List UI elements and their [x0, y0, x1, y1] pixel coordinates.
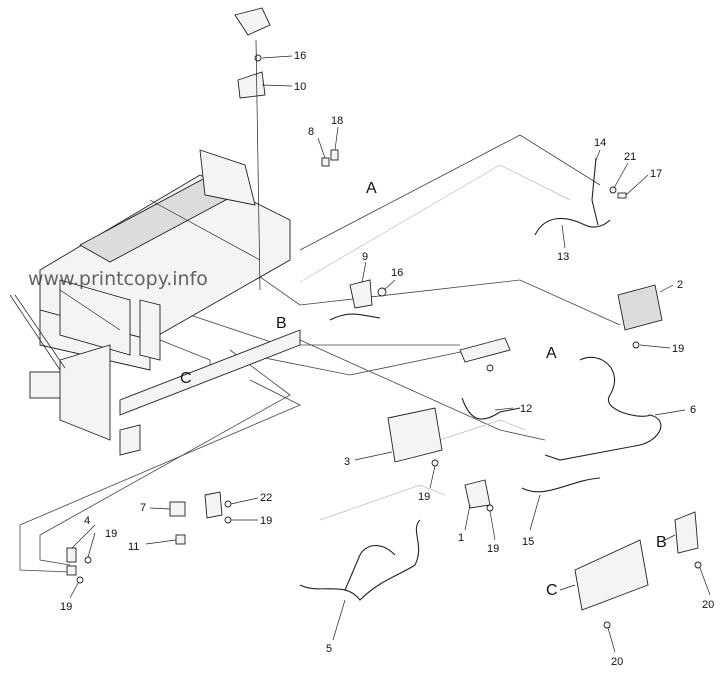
callout-14: 14 [594, 137, 606, 149]
callout-19-bottom: 19 [60, 601, 72, 613]
callout-19-bracket: 19 [487, 543, 499, 555]
callout-6: 6 [690, 404, 696, 416]
ref-c-frame: C [180, 370, 192, 387]
ref-b-frame: B [276, 315, 287, 332]
callout-21: 21 [624, 151, 636, 163]
callout-19-right: 19 [672, 343, 684, 355]
callout-13: 13 [557, 251, 569, 263]
parts [66, 149, 702, 629]
callout-labels: 1 2 3 4 5 6 7 8 9 10 11 12 13 14 15 16 1… [60, 50, 714, 668]
callout-12: 12 [520, 403, 532, 415]
callout-10: 10 [294, 81, 306, 93]
callout-19-board: 19 [418, 491, 430, 503]
printer-main-frame [9, 149, 301, 456]
ref-a-top: A [366, 180, 377, 197]
ref-c-board: C [546, 582, 558, 599]
callout-22: 22 [260, 492, 272, 504]
callout-19-left: 19 [105, 528, 117, 540]
callout-2: 2 [677, 279, 683, 291]
callout-16-mid: 16 [391, 267, 403, 279]
top-bracket [234, 7, 271, 291]
leader-lines [69, 55, 711, 653]
callout-1: 1 [458, 532, 464, 544]
callout-19-mid: 19 [260, 515, 272, 527]
callout-9: 9 [362, 251, 368, 263]
callout-15: 15 [522, 536, 534, 548]
ref-b-board: B [656, 534, 667, 551]
callout-11: 11 [128, 541, 139, 553]
callout-4: 4 [84, 515, 90, 527]
watermark-text: www.printcopy.info [28, 268, 208, 290]
callout-20-right: 20 [702, 599, 714, 611]
callout-20-bottom: 20 [611, 656, 623, 668]
callout-17: 17 [650, 168, 662, 180]
callout-8: 8 [308, 126, 314, 138]
reference-letters: A A B B C C [180, 180, 667, 599]
callout-5: 5 [326, 643, 332, 655]
callout-16-top: 16 [294, 50, 306, 62]
ref-a-right: A [546, 345, 557, 362]
callout-7: 7 [140, 502, 146, 514]
callout-3: 3 [344, 456, 350, 468]
callout-18: 18 [331, 115, 343, 127]
